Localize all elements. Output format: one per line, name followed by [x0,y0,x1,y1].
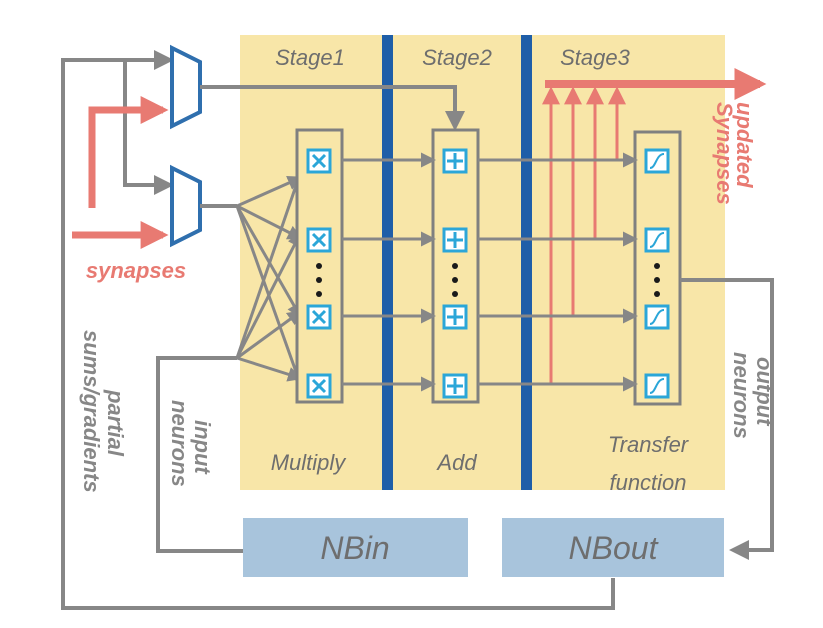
mux-upper [170,44,202,130]
multiply-label: Multiply [271,450,348,475]
nbout-buffer [502,518,724,577]
sigmoid-icon [644,304,670,330]
multiply-icon [306,373,332,399]
vertical-ellipsis-icon [452,263,458,297]
partial-sums-loop [61,50,615,610]
nbin-label: NBin [320,530,389,566]
sigmoid-icon [644,373,670,399]
add-icon [442,148,468,174]
sigmoid-icon [644,148,670,174]
nbout-label: NBout [569,530,659,566]
updated-synapses-label-1: updated [732,102,757,188]
input-neurons-label-1: input [190,420,215,475]
mux-upper-to-add [200,85,465,131]
add-label: Add [435,450,477,475]
mux-lower [170,164,202,248]
nbin-buffer [243,518,468,577]
stage3-title: Stage3 [560,45,630,70]
stage-divider-2 [521,35,532,490]
synapses-label: synapses [86,258,186,283]
output-neurons-path [680,278,774,560]
add-icon [442,373,468,399]
output-neurons-label-1: output [752,357,777,427]
add-to-transfer-lines [478,152,638,392]
input-neurons-path [156,356,243,553]
mux-feed-lower [123,60,174,195]
vertical-ellipsis-icon [316,263,322,297]
multiply-unit [295,128,344,404]
partial-sums-label-2: sums/gradients [79,330,104,493]
multiply-icon [306,304,332,330]
neuron-fanout [235,171,304,382]
updated-synapses-label-2: Synapses [712,102,737,205]
stage2-title: Stage2 [422,45,492,70]
function-label: function [609,470,686,495]
transfer-label: Transfer [608,432,690,457]
vertical-ellipsis-icon [654,263,660,297]
multiply-to-add-lines [342,152,436,392]
multiply-icon [306,148,332,174]
input-neurons-label-2: neurons [167,400,192,487]
stage1-title: Stage1 [275,45,345,70]
stage-divider-1 [382,35,393,490]
output-neurons-label-2: neurons [729,352,754,439]
synapses-input-upper [88,96,169,208]
multiply-icon [306,227,332,253]
add-icon [442,304,468,330]
add-icon [442,227,468,253]
partial-sums-label-1: partial [103,389,128,457]
sigmoid-icon [644,227,670,253]
